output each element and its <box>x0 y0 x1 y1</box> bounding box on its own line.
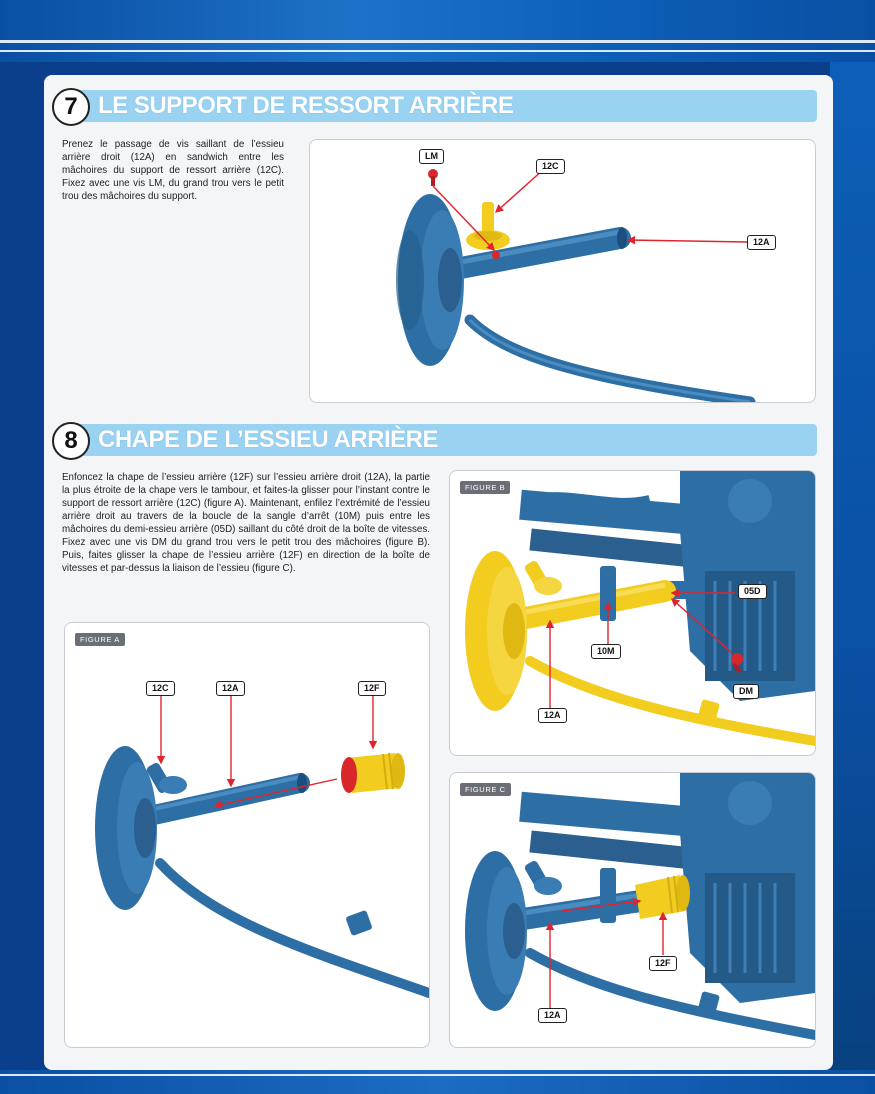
step8-number: 8 <box>52 422 90 460</box>
step8-text: Enfoncez la chape de l’essieu arrière (1… <box>62 472 430 574</box>
figa-label-12a: 12A <box>216 681 245 696</box>
page-sheet: LE SUPPORT DE RESSORT ARRIÈRE 7 Prenez l… <box>44 75 833 1070</box>
figb-label-12a: 12A <box>538 708 567 723</box>
right-banner <box>830 62 875 1070</box>
label-12a: 12A <box>747 235 776 250</box>
step7-text: Prenez le passage de vis saillant de l’e… <box>62 139 284 202</box>
step8-header: CHAPE DE L’ESSIEU ARRIÈRE 8 <box>52 422 817 460</box>
figure-b-drawing <box>465 471 815 746</box>
step7-drawing <box>396 168 756 402</box>
figure-a-drawing <box>95 696 429 998</box>
top-stripe-thin <box>0 50 875 52</box>
figa-label-12c: 12C <box>146 681 175 696</box>
step7-title: LE SUPPORT DE RESSORT ARRIÈRE <box>72 90 817 122</box>
figure-c-panel: FIGURE C 12F 12A <box>449 772 816 1048</box>
step8-title: CHAPE DE L’ESSIEU ARRIÈRE <box>72 424 817 456</box>
figure-a-tag: FIGURE A <box>75 633 125 646</box>
step7-illustration: LM 12C 12A <box>309 139 816 403</box>
figb-label-dm: DM <box>733 684 759 699</box>
figa-label-12f: 12F <box>358 681 386 696</box>
label-12c: 12C <box>536 159 565 174</box>
step7-number: 7 <box>52 88 90 126</box>
figc-label-12a: 12A <box>538 1008 567 1023</box>
figure-b-panel: FIGURE B 05D 10M DM 12A <box>449 470 816 756</box>
figure-a-panel: FIGURE A 12C <box>64 622 430 1048</box>
figb-label-05d: 05D <box>738 584 767 599</box>
figc-label-12f: 12F <box>649 956 677 971</box>
label-lm: LM <box>419 149 444 164</box>
figure-c-drawing <box>465 773 815 1040</box>
figure-b-tag: FIGURE B <box>460 481 511 494</box>
step7-header: LE SUPPORT DE RESSORT ARRIÈRE 7 <box>52 88 817 126</box>
figure-c-tag: FIGURE C <box>460 783 511 796</box>
figb-label-10m: 10M <box>591 644 621 659</box>
bottom-stripe <box>0 1074 875 1076</box>
top-banner <box>0 0 875 62</box>
top-stripe <box>0 40 875 43</box>
